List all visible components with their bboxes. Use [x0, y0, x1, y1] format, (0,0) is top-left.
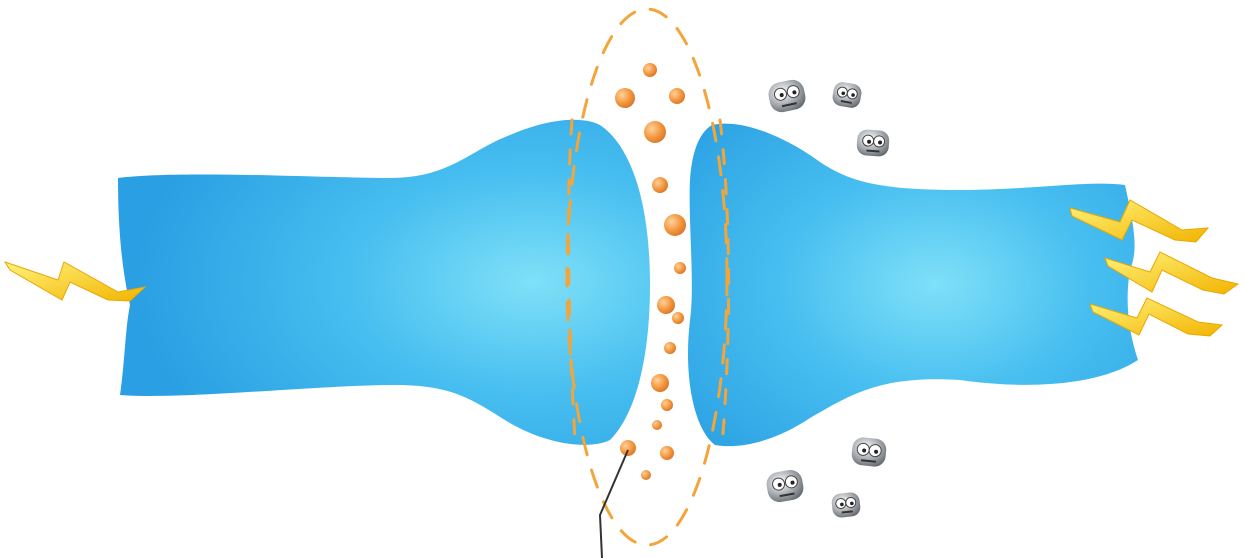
neurotransmitter-particle	[657, 296, 675, 314]
leader-line	[600, 450, 628, 558]
inhibitor-molecule-icon	[766, 78, 807, 115]
neurotransmitter-particle	[660, 446, 674, 460]
neurotransmitter-particle	[664, 214, 686, 236]
inhibitor-molecule-icon	[831, 81, 863, 109]
inhibitor-molecule-icon	[851, 436, 888, 467]
neurotransmitter-particle	[669, 88, 685, 104]
neurotransmitter-particle	[652, 177, 668, 193]
neurotransmitter-particle	[652, 420, 662, 430]
neurotransmitter-particle	[620, 440, 636, 456]
neurotransmitter-particle	[672, 312, 684, 324]
neurotransmitter-particle	[651, 374, 669, 392]
inhibitor-molecule-icon	[831, 492, 861, 519]
postsynaptic-neuron	[688, 124, 1138, 446]
neurotransmitter-particle	[615, 88, 635, 108]
neurotransmitter-particle	[661, 399, 673, 411]
neurotransmitter-particle	[674, 262, 686, 274]
neurotransmitter-particle	[644, 121, 666, 143]
neurotransmitter-particle	[664, 342, 676, 354]
neurotransmitter-particle	[643, 63, 657, 77]
inhibitor-molecule-icon	[856, 129, 890, 157]
neurotransmitter-particle	[641, 470, 651, 480]
inhibitor-molecule-icon	[765, 468, 806, 504]
